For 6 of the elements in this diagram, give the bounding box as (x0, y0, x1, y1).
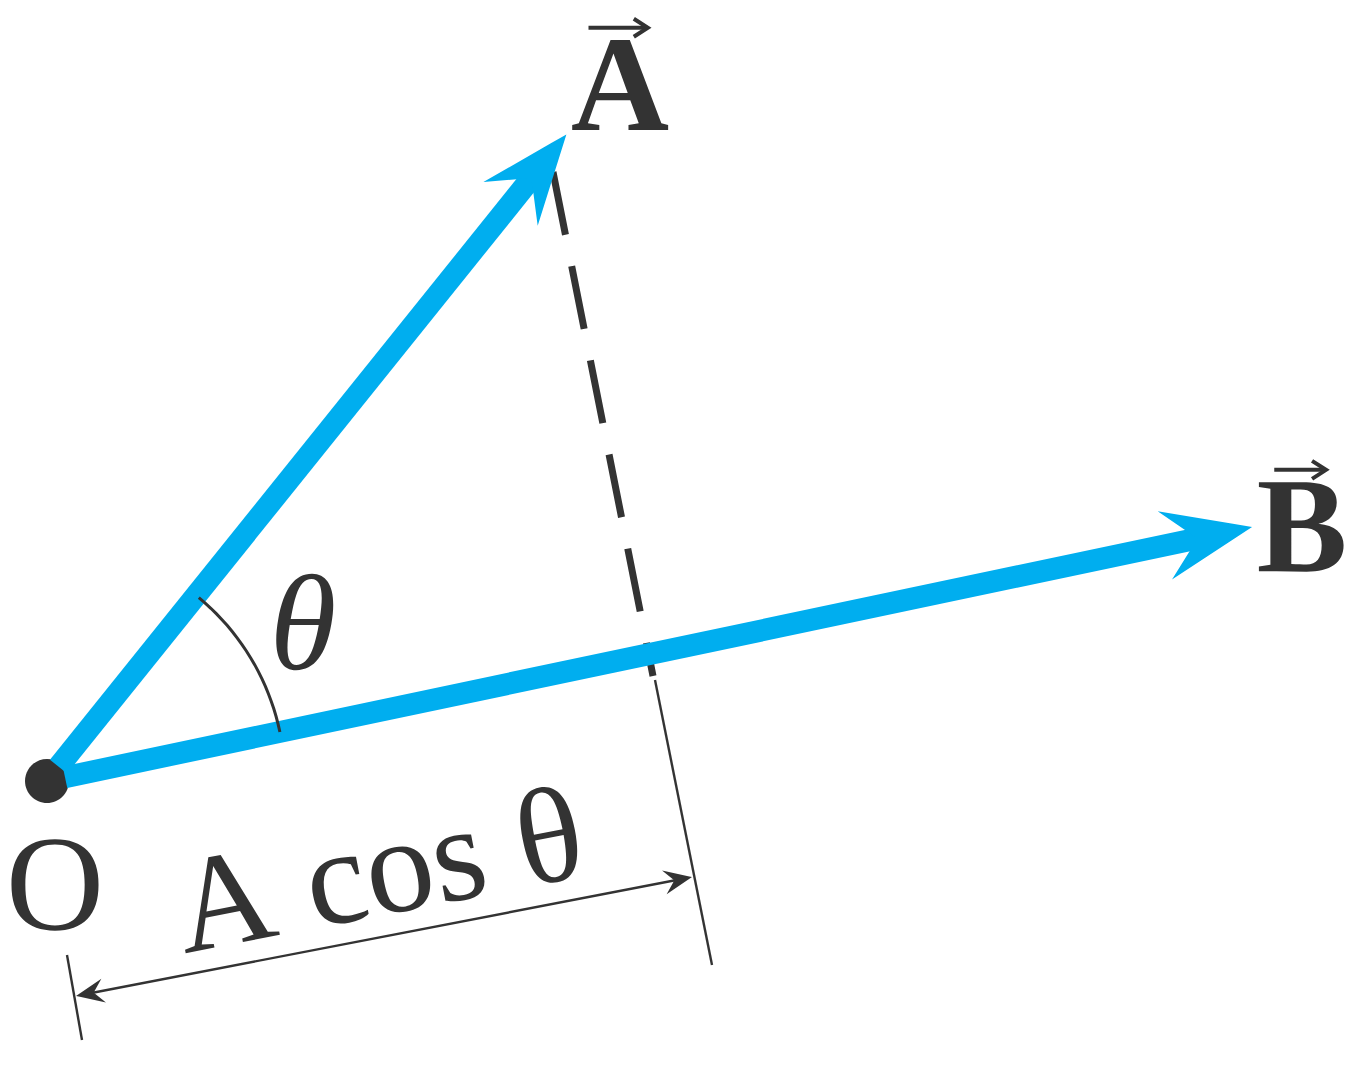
vector-label: A (572, 17, 669, 130)
vector-label: B (1258, 459, 1344, 572)
point-label: O (11, 839, 99, 931)
origin-dot (25, 759, 69, 803)
dimension-label: A cos θ (185, 787, 578, 954)
angle-label: θ (276, 573, 334, 671)
